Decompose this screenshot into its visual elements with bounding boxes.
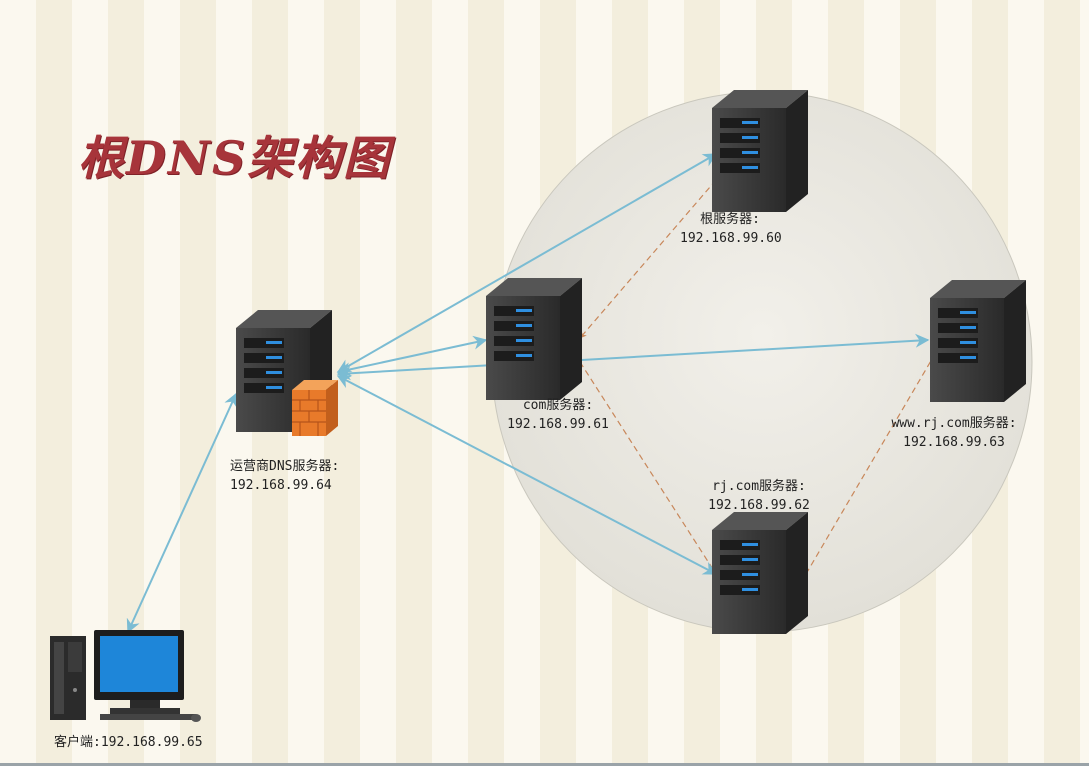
- rjcom-server-label: rj.com服务器: 192.168.99.62: [700, 477, 818, 515]
- root-server-label: 根服务器: 192.168.99.60: [680, 210, 782, 248]
- rjcom-server-ip: 192.168.99.62: [708, 498, 810, 513]
- com-server-ip: 192.168.99.61: [507, 417, 609, 432]
- diagram-title: 根DNS架构图: [78, 131, 392, 185]
- www-server-icon: [930, 280, 1026, 402]
- isp-server-label: 运营商DNS服务器: 192.168.99.64: [230, 457, 339, 495]
- com-server-name: com服务器:: [522, 398, 594, 413]
- www-server-name: www.rj.com服务器:: [891, 416, 1017, 431]
- www-server-label: www.rj.com服务器: 192.168.99.63: [884, 414, 1024, 452]
- desktop-computer-icon: [50, 630, 201, 722]
- root-server-name: 根服务器:: [700, 212, 760, 227]
- arrow-isp-rjcom: [336, 375, 718, 575]
- rjcom-server-name: rj.com服务器:: [712, 479, 806, 494]
- firewall-icon: [292, 380, 338, 436]
- arrow-rjcom-to-www: [805, 341, 943, 575]
- www-server-ip: 192.168.99.63: [903, 435, 1005, 450]
- isp-server-ip: 192.168.99.64: [230, 478, 332, 493]
- rjcom-server-icon: [712, 512, 808, 634]
- com-server-icon: [486, 278, 582, 400]
- com-server-label: com服务器: 192.168.99.61: [506, 396, 610, 434]
- arrow-isp-www: [336, 333, 930, 381]
- client-label: 客户端:192.168.99.65: [54, 735, 203, 750]
- root-server-icon: [712, 90, 808, 212]
- isp-server-name: 运营商DNS服务器:: [230, 459, 340, 474]
- arrow-client-isp: [126, 392, 238, 634]
- root-server-ip: 192.168.99.60: [680, 231, 782, 246]
- bottom-divider: [0, 763, 1089, 766]
